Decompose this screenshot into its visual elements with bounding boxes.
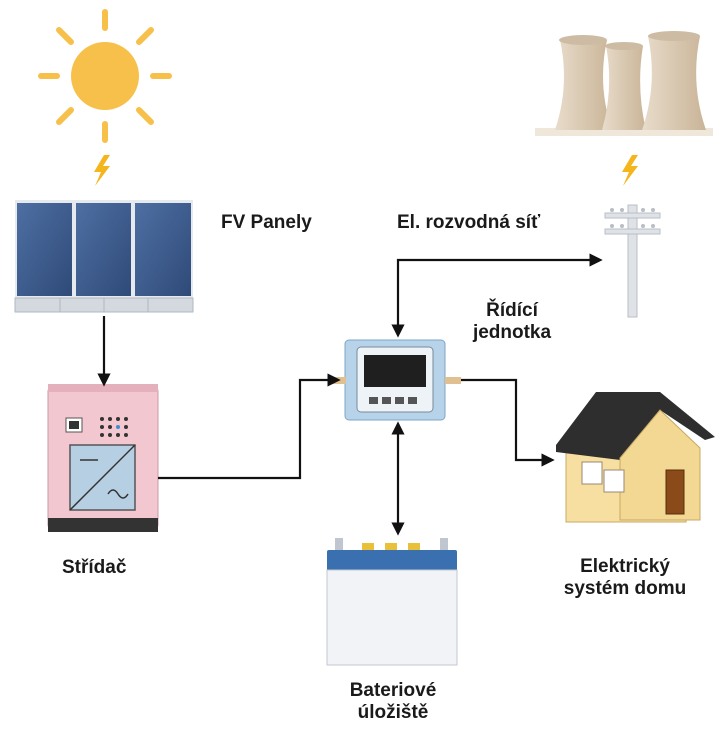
house-icon	[556, 392, 715, 523]
control-unit-icon	[330, 339, 461, 421]
power-plant-icon	[535, 31, 713, 136]
solar-panels-icon	[14, 200, 194, 313]
control-unit-label-line1: Řídící	[486, 300, 538, 321]
battery-icon	[326, 538, 458, 666]
battery-storage-label-line2: úložiště	[357, 702, 429, 723]
house-system-label-line2: systém domu	[563, 578, 687, 599]
pv-panels-label: FV Panely	[221, 212, 312, 233]
house-system-label: Elektrický systém domu	[540, 556, 710, 600]
arrow-controller-to-grid	[391, 253, 603, 338]
utility-pole-icon	[604, 204, 661, 318]
grid-label: El. rozvodná síť	[397, 212, 541, 233]
inverter-icon	[47, 384, 159, 532]
connection-arrows	[97, 253, 603, 536]
arrow-controller-to-house	[461, 378, 555, 467]
arrow-inverter-to-controller	[158, 373, 341, 480]
house-system-label-line1: Elektrický	[580, 556, 670, 577]
sun-icon	[38, 9, 172, 143]
lightning-bolt-icon	[622, 155, 638, 186]
inverter-label: Střídač	[62, 557, 127, 578]
battery-storage-label-line1: Bateriové	[349, 680, 437, 701]
control-unit-label: Řídící jednotka	[462, 300, 562, 344]
lightning-bolt-icon	[94, 155, 110, 186]
control-unit-label-line2: jednotka	[472, 322, 552, 343]
battery-storage-label: Bateriové úložiště	[318, 680, 468, 724]
